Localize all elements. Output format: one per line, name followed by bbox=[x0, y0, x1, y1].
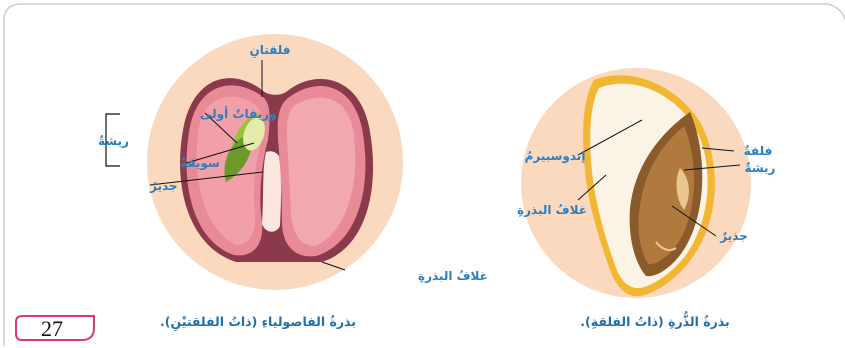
caption-corn: بذرةُ الذُّرةِ (ذاتُ الفلقةِ). bbox=[580, 311, 729, 329]
label-hypocotyl: سويقةٌ bbox=[180, 156, 220, 171]
corn-seed-figure bbox=[521, 68, 751, 298]
label-corn-seed-coat: غلافُ البذرةِ bbox=[517, 203, 587, 217]
page-number: 27 bbox=[41, 316, 63, 341]
label-cotyledons: فلقتانِ bbox=[249, 43, 290, 59]
label-radicle: جذيرٌ bbox=[149, 179, 178, 193]
label-bean-seed-coat: غلافُ البذرةِ bbox=[418, 269, 488, 283]
bean-cotyledon-gap bbox=[262, 151, 281, 232]
label-cotyledon: فلقةٌ bbox=[744, 144, 773, 158]
bean-seed-figure bbox=[106, 34, 403, 290]
caption-bean: بذرةُ الفاصولياءِ (ذاتُ الفلقتيْنِ). bbox=[160, 314, 356, 332]
label-corn-radicle: جذيرٌ bbox=[719, 229, 748, 243]
label-endosperm: إندوسبيرمُ bbox=[525, 149, 586, 164]
label-plumule-group: ريشةٌ bbox=[98, 134, 129, 148]
label-corn-plumule: ريشةٌ bbox=[745, 161, 776, 175]
label-true-leaves: وريقاتٌ أولى bbox=[200, 106, 276, 122]
